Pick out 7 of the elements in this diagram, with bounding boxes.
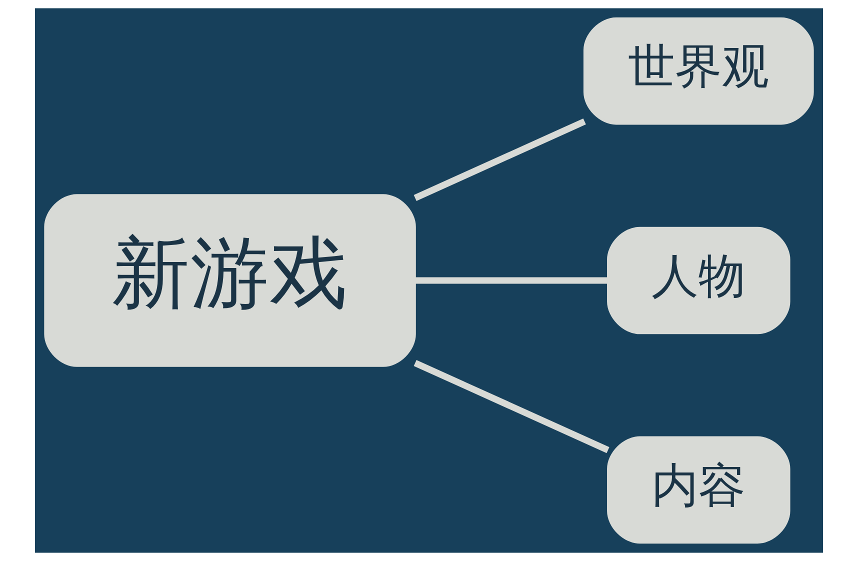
- connector: [414, 360, 610, 454]
- node-box: 新游戏: [44, 194, 416, 367]
- connector: [415, 277, 608, 284]
- node-box: 内容: [607, 436, 790, 544]
- node-box: 世界观: [583, 17, 814, 125]
- connector: [414, 118, 586, 202]
- node-box: 人物: [607, 226, 790, 334]
